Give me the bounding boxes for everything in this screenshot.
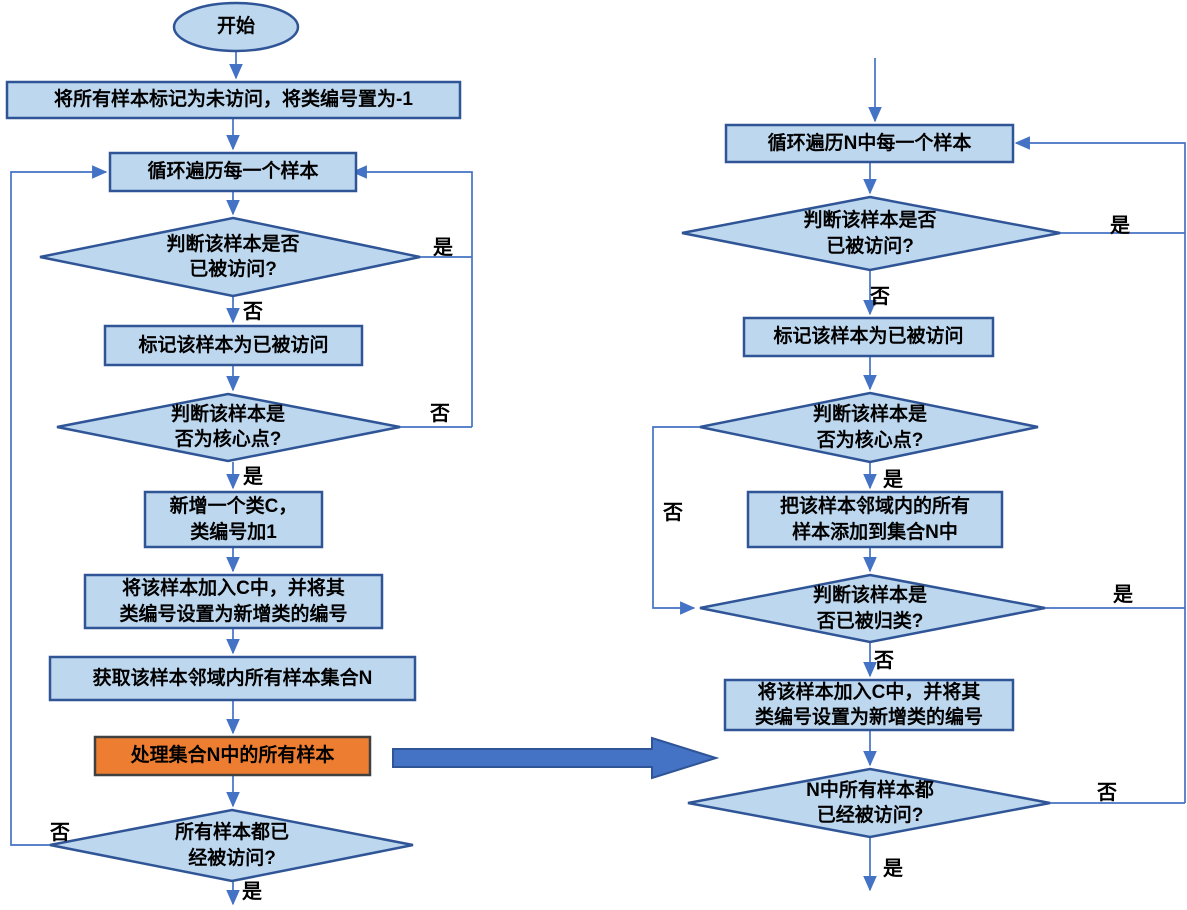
loop-rcore-no-to-rclassified [652,426,700,615]
r-visited-diamond [681,195,1061,272]
r-mark-box [742,316,995,358]
loop-right-back-to-loopbox [351,165,473,427]
r-addc-box [723,678,1015,732]
mark-box [103,324,364,367]
loop-right-back-to-rloopbox [1014,136,1186,803]
r-allvisited-diamond [687,767,1051,839]
loop-allvisited-no-back [10,165,108,846]
start-oval [172,1,300,53]
core-diamond [56,392,401,463]
addc-box [83,573,384,630]
r-core-diamond [699,391,1039,464]
allvisited-diamond [49,808,414,883]
process-n-box [93,735,372,777]
init-box [5,80,462,120]
getn-box [48,655,417,702]
visited-diamond [39,216,421,298]
r-classified-diamond [699,573,1046,644]
big-transition-arrow [392,736,720,780]
r-addneighbors-box [746,490,1004,549]
loop-box [108,151,358,193]
r-loop-box [724,123,1015,164]
newclass-box [143,490,324,549]
